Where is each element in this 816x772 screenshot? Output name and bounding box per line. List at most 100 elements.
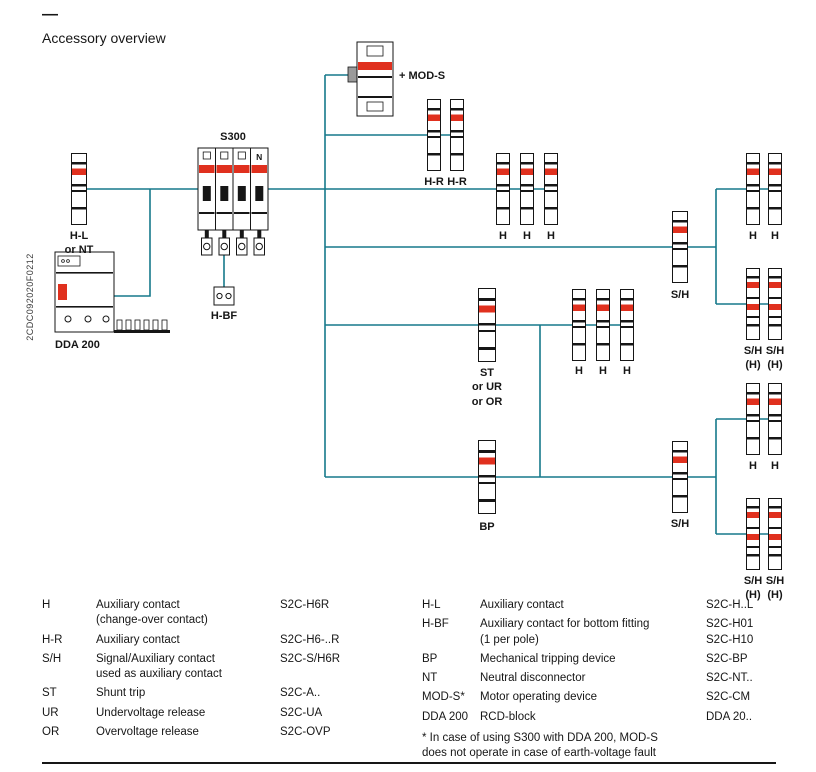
legend-desc: Auxiliary contact for bottom fitting (1 … [480, 618, 650, 646]
legend-code: S2C-OVP [280, 725, 331, 738]
label-h-r-1: H-R [424, 176, 444, 188]
device-shh-right-top-1 [746, 268, 760, 340]
device-h-right-bottom-1 [746, 383, 760, 455]
legend-desc: Signal/Auxiliary contact used as auxilia… [96, 652, 222, 681]
legend-code: S2C-H6R [280, 599, 330, 611]
label-h-l: H-L or NT [64, 230, 94, 257]
legend-desc: Motor operating device [480, 691, 597, 704]
legend-key: H-R [42, 633, 63, 646]
label-h-right-top-1: H [749, 230, 757, 242]
legend-desc: Overvoltage release [96, 725, 199, 738]
label-h-right-bottom-2: H [771, 460, 779, 472]
label-h-top-2: H [523, 230, 531, 242]
label-h-mid-2: H [599, 365, 607, 377]
label-h-mid-1: H [575, 365, 583, 377]
label-sh-top: S/H [670, 289, 690, 301]
legend-desc: Mechanical tripping device [480, 652, 616, 665]
dda-busbar-comb [114, 319, 170, 333]
device-h-right-top-1 [746, 153, 760, 225]
s300-neutral-mark: N [256, 152, 262, 162]
legend-left-column: H Auxiliary contact (change-over contact… [42, 598, 392, 744]
legend-desc: Undervoltage release [96, 706, 206, 719]
accessory-diagram: N [54, 41, 782, 570]
legend-desc: RCD-block [480, 710, 536, 723]
legend-key: NT [422, 672, 438, 685]
device-s300: N [197, 147, 269, 256]
legend-key: MOD-S* [422, 691, 465, 704]
label-bp: BP [479, 521, 495, 533]
legend-desc: Neutral disconnector [480, 672, 586, 685]
legend-key: ST [42, 687, 57, 700]
device-shh-right-top-2 [768, 268, 782, 340]
legend-desc: Auxiliary contact [480, 599, 564, 611]
legend-row: BP Mechanical tripping device S2C-BP [422, 652, 794, 667]
legend-desc: Auxiliary contact [96, 633, 180, 646]
legend-row: MOD-S* Motor operating device S2C-CM [422, 690, 794, 705]
device-h-top-3 [544, 153, 558, 225]
legend-code: S2C-NT.. [706, 672, 753, 685]
device-h-right-bottom-2 [768, 383, 782, 455]
label-h-top-1: H [499, 230, 507, 242]
label-h-top-3: H [547, 230, 555, 242]
legend-row: NT Neutral disconnector S2C-NT.. [422, 671, 794, 686]
device-h-r-1 [427, 99, 441, 171]
legend-row: H-L Auxiliary contact S2C-H..L [422, 598, 794, 613]
legend-code: DDA 20.. [706, 710, 753, 723]
legend-key: H-L [422, 599, 441, 611]
page-title: Accessory overview [42, 30, 166, 46]
legend-key: H [42, 599, 51, 611]
device-h-mid-1 [572, 289, 586, 361]
device-sh-top [672, 211, 688, 283]
device-mod-s [347, 41, 394, 117]
section-dash: — [42, 6, 58, 23]
device-h-top-2 [520, 153, 534, 225]
device-sh-bottom [672, 441, 688, 513]
connection-lines [79, 74, 775, 535]
device-h-mid-3 [620, 289, 634, 361]
legend-code: S2C-CM [706, 691, 751, 704]
device-shh-right-bottom-1 [746, 498, 760, 570]
legend-right-column: H-L Auxiliary contact S2C-H..L H-BF Auxi… [422, 598, 794, 762]
legend-key: H-BF [422, 618, 449, 631]
device-dda-200 [54, 251, 170, 333]
legend-row: ST Shunt trip S2C-A.. [42, 686, 392, 701]
label-h-mid-3: H [623, 365, 631, 377]
legend-key: DDA 200 [422, 710, 469, 723]
legend-row: S/H Signal/Auxiliary contact used as aux… [42, 652, 392, 683]
legend-desc: Shunt trip [96, 687, 146, 700]
label-shh-right-bottom-1: S/H (H) [743, 575, 763, 602]
label-s300: S300 [220, 131, 246, 143]
legend-code: S2C-UA [280, 706, 323, 719]
legend-desc: Auxiliary contact (change-over contact) [96, 599, 208, 627]
legend-key: BP [422, 652, 438, 665]
device-h-r-2 [450, 99, 464, 171]
legend-row: H Auxiliary contact (change-over contact… [42, 598, 392, 629]
legend-code: S2C-H6-..R [280, 633, 340, 646]
device-h-top-1 [496, 153, 510, 225]
legend-row: H-BF Auxiliary contact for bottom fittin… [422, 617, 794, 648]
legend-code: S2C-BP [706, 652, 748, 665]
s300-terminals [201, 230, 265, 256]
label-h-right-bottom-1: H [749, 460, 757, 472]
legend-code: S2C-S/H6R [280, 652, 341, 665]
device-h-bf [213, 286, 235, 306]
label-st-ur-or: ST or UR or OR [471, 367, 503, 408]
label-sh-bottom: S/H [670, 518, 690, 530]
device-h-mid-2 [596, 289, 610, 361]
legend-code: S2C-A.. [280, 687, 321, 700]
legend-row: UR Undervoltage release S2C-UA [42, 706, 392, 721]
label-shh-right-top-1: S/H (H) [743, 345, 763, 372]
device-h-right-top-2 [768, 153, 782, 225]
legend-row: H-R Auxiliary contact S2C-H6-..R [42, 633, 392, 648]
label-mod-s: + MOD-S [399, 70, 446, 82]
label-h-right-top-2: H [771, 230, 779, 242]
device-shh-right-bottom-2 [768, 498, 782, 570]
label-h-bf: H-BF [210, 310, 238, 322]
label-h-r-2: H-R [447, 176, 467, 188]
label-shh-right-bottom-2: S/H (H) [765, 575, 785, 602]
legend-footnote: * In case of using S300 with DDA 200, MO… [422, 731, 658, 760]
legend-key: UR [42, 706, 59, 719]
legend-key: S/H [42, 652, 62, 665]
bottom-divider [42, 762, 776, 764]
